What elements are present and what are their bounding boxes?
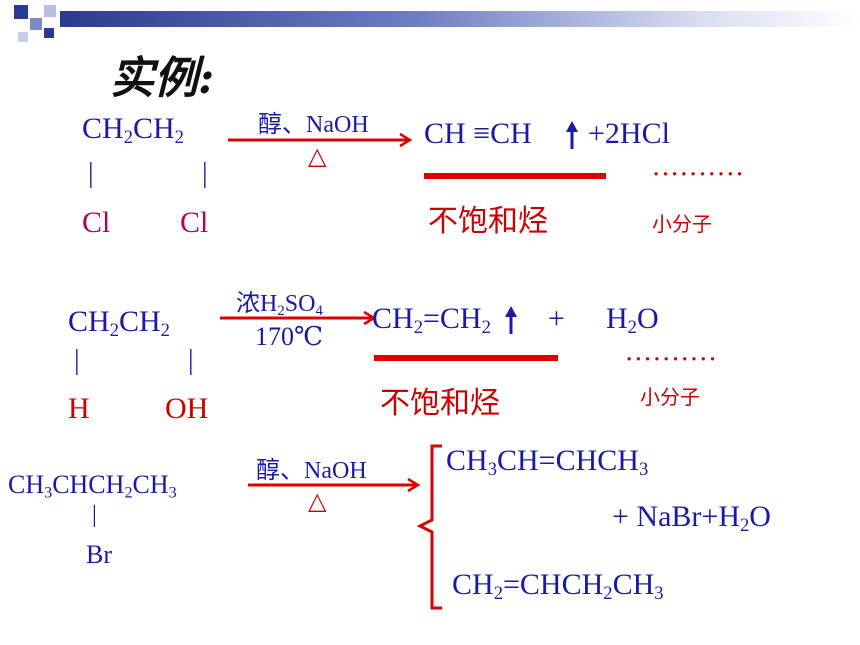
r1-condition-top: 醇、NaOH xyxy=(258,112,369,138)
r1-bond-left: | xyxy=(88,158,94,189)
r2-condition-top: 浓H2SO4 xyxy=(236,291,323,320)
r3-reactant: CH3CHCH2CH3 xyxy=(8,470,177,502)
r3-product1: CH3CH=CHCH3 xyxy=(446,444,649,481)
r2-water: H2O xyxy=(606,302,659,339)
r2-label-unsaturated: 不饱和烃 xyxy=(380,386,500,421)
page-title: 实例: xyxy=(110,53,215,104)
r2-bond-left: | xyxy=(74,345,80,376)
r1-gas-arrow xyxy=(566,121,578,149)
r2-sub-left: H xyxy=(68,392,90,425)
r2-label-small-molecule: 小分子 xyxy=(640,385,700,409)
r1-underline xyxy=(424,173,606,179)
decor-square xyxy=(44,5,56,17)
r2-sub-right: OH xyxy=(165,392,209,425)
r3-product2: CH2=CHCH2CH3 xyxy=(452,568,664,605)
r1-sub-right: Cl xyxy=(180,206,209,239)
r2-dots: .......... xyxy=(625,337,718,367)
decor-square xyxy=(18,32,28,42)
r1-reactant: CH2CH2 xyxy=(82,112,184,149)
r1-heat-symbol: △ xyxy=(308,142,327,170)
header-gradient-bar xyxy=(60,11,860,27)
r2-gas-arrow xyxy=(505,306,517,334)
r3-brace xyxy=(416,444,442,610)
r1-label-small-molecule: 小分子 xyxy=(652,212,712,236)
r1-arrow xyxy=(228,132,413,148)
r2-condition-bottom: 170℃ xyxy=(255,322,324,351)
r1-dots: .......... xyxy=(652,152,745,182)
r2-product: CH2=CH2 xyxy=(372,302,491,339)
r1-bond-right: | xyxy=(202,158,208,189)
r3-byproduct: + NaBr+H2O xyxy=(612,500,771,537)
r2-reactant: CH2CH2 xyxy=(68,305,170,342)
r1-product-b: +2HCl xyxy=(588,117,670,150)
r1-product-a: CH ≡CH xyxy=(424,117,532,150)
r3-arrow xyxy=(248,477,421,493)
r2-underline xyxy=(374,355,558,361)
r2-plus: + xyxy=(548,302,565,335)
decor-square xyxy=(44,28,54,38)
decor-square xyxy=(14,5,28,19)
r3-condition-top: 醇、NaOH xyxy=(256,458,367,484)
r1-sub-left: Cl xyxy=(82,206,111,239)
r2-arrow xyxy=(220,310,377,326)
decor-square xyxy=(30,18,42,30)
r3-heat-symbol: △ xyxy=(308,487,327,515)
r2-bond-right: | xyxy=(188,345,194,376)
r1-label-unsaturated: 不饱和烃 xyxy=(428,204,548,239)
r3-sub: Br xyxy=(86,540,112,569)
r3-bond: | xyxy=(92,502,97,528)
